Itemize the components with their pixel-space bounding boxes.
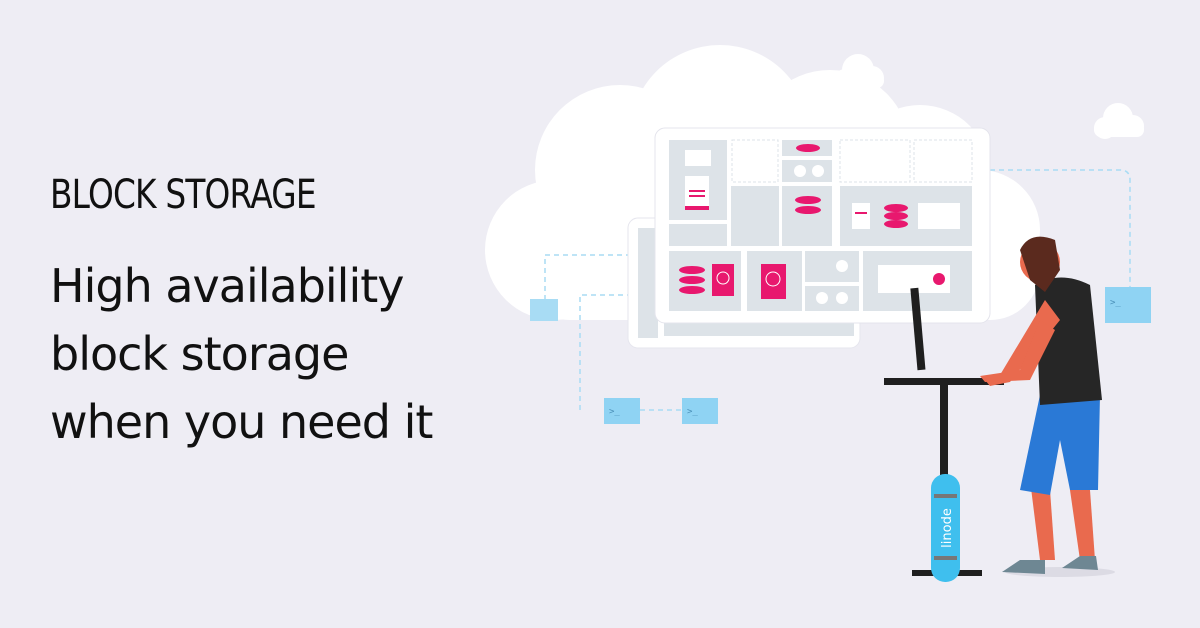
svg-text:>_: >_ xyxy=(609,407,620,417)
main-storage-panel xyxy=(654,127,991,324)
hard-drive-icons xyxy=(712,264,786,299)
document-icons xyxy=(685,150,960,293)
section-kicker: BLOCK STORAGE xyxy=(50,172,317,218)
connector-lines xyxy=(544,169,1131,411)
database-icons xyxy=(679,144,908,294)
svg-text:>_: >_ xyxy=(1110,298,1121,308)
person-figure xyxy=(980,236,1115,577)
headline: High availability block storage when you… xyxy=(50,252,530,456)
small-cloud-icon xyxy=(834,54,1144,139)
svg-text:linode: linode xyxy=(940,508,955,548)
headline-line: High availability xyxy=(50,259,405,313)
headline-line: when you need it xyxy=(50,395,433,449)
skateboard: linode xyxy=(931,474,960,582)
svg-text:>_: >_ xyxy=(687,407,698,417)
terminal-icons: >_ >_ >_ xyxy=(530,287,1151,424)
headline-line: block storage xyxy=(50,327,349,381)
